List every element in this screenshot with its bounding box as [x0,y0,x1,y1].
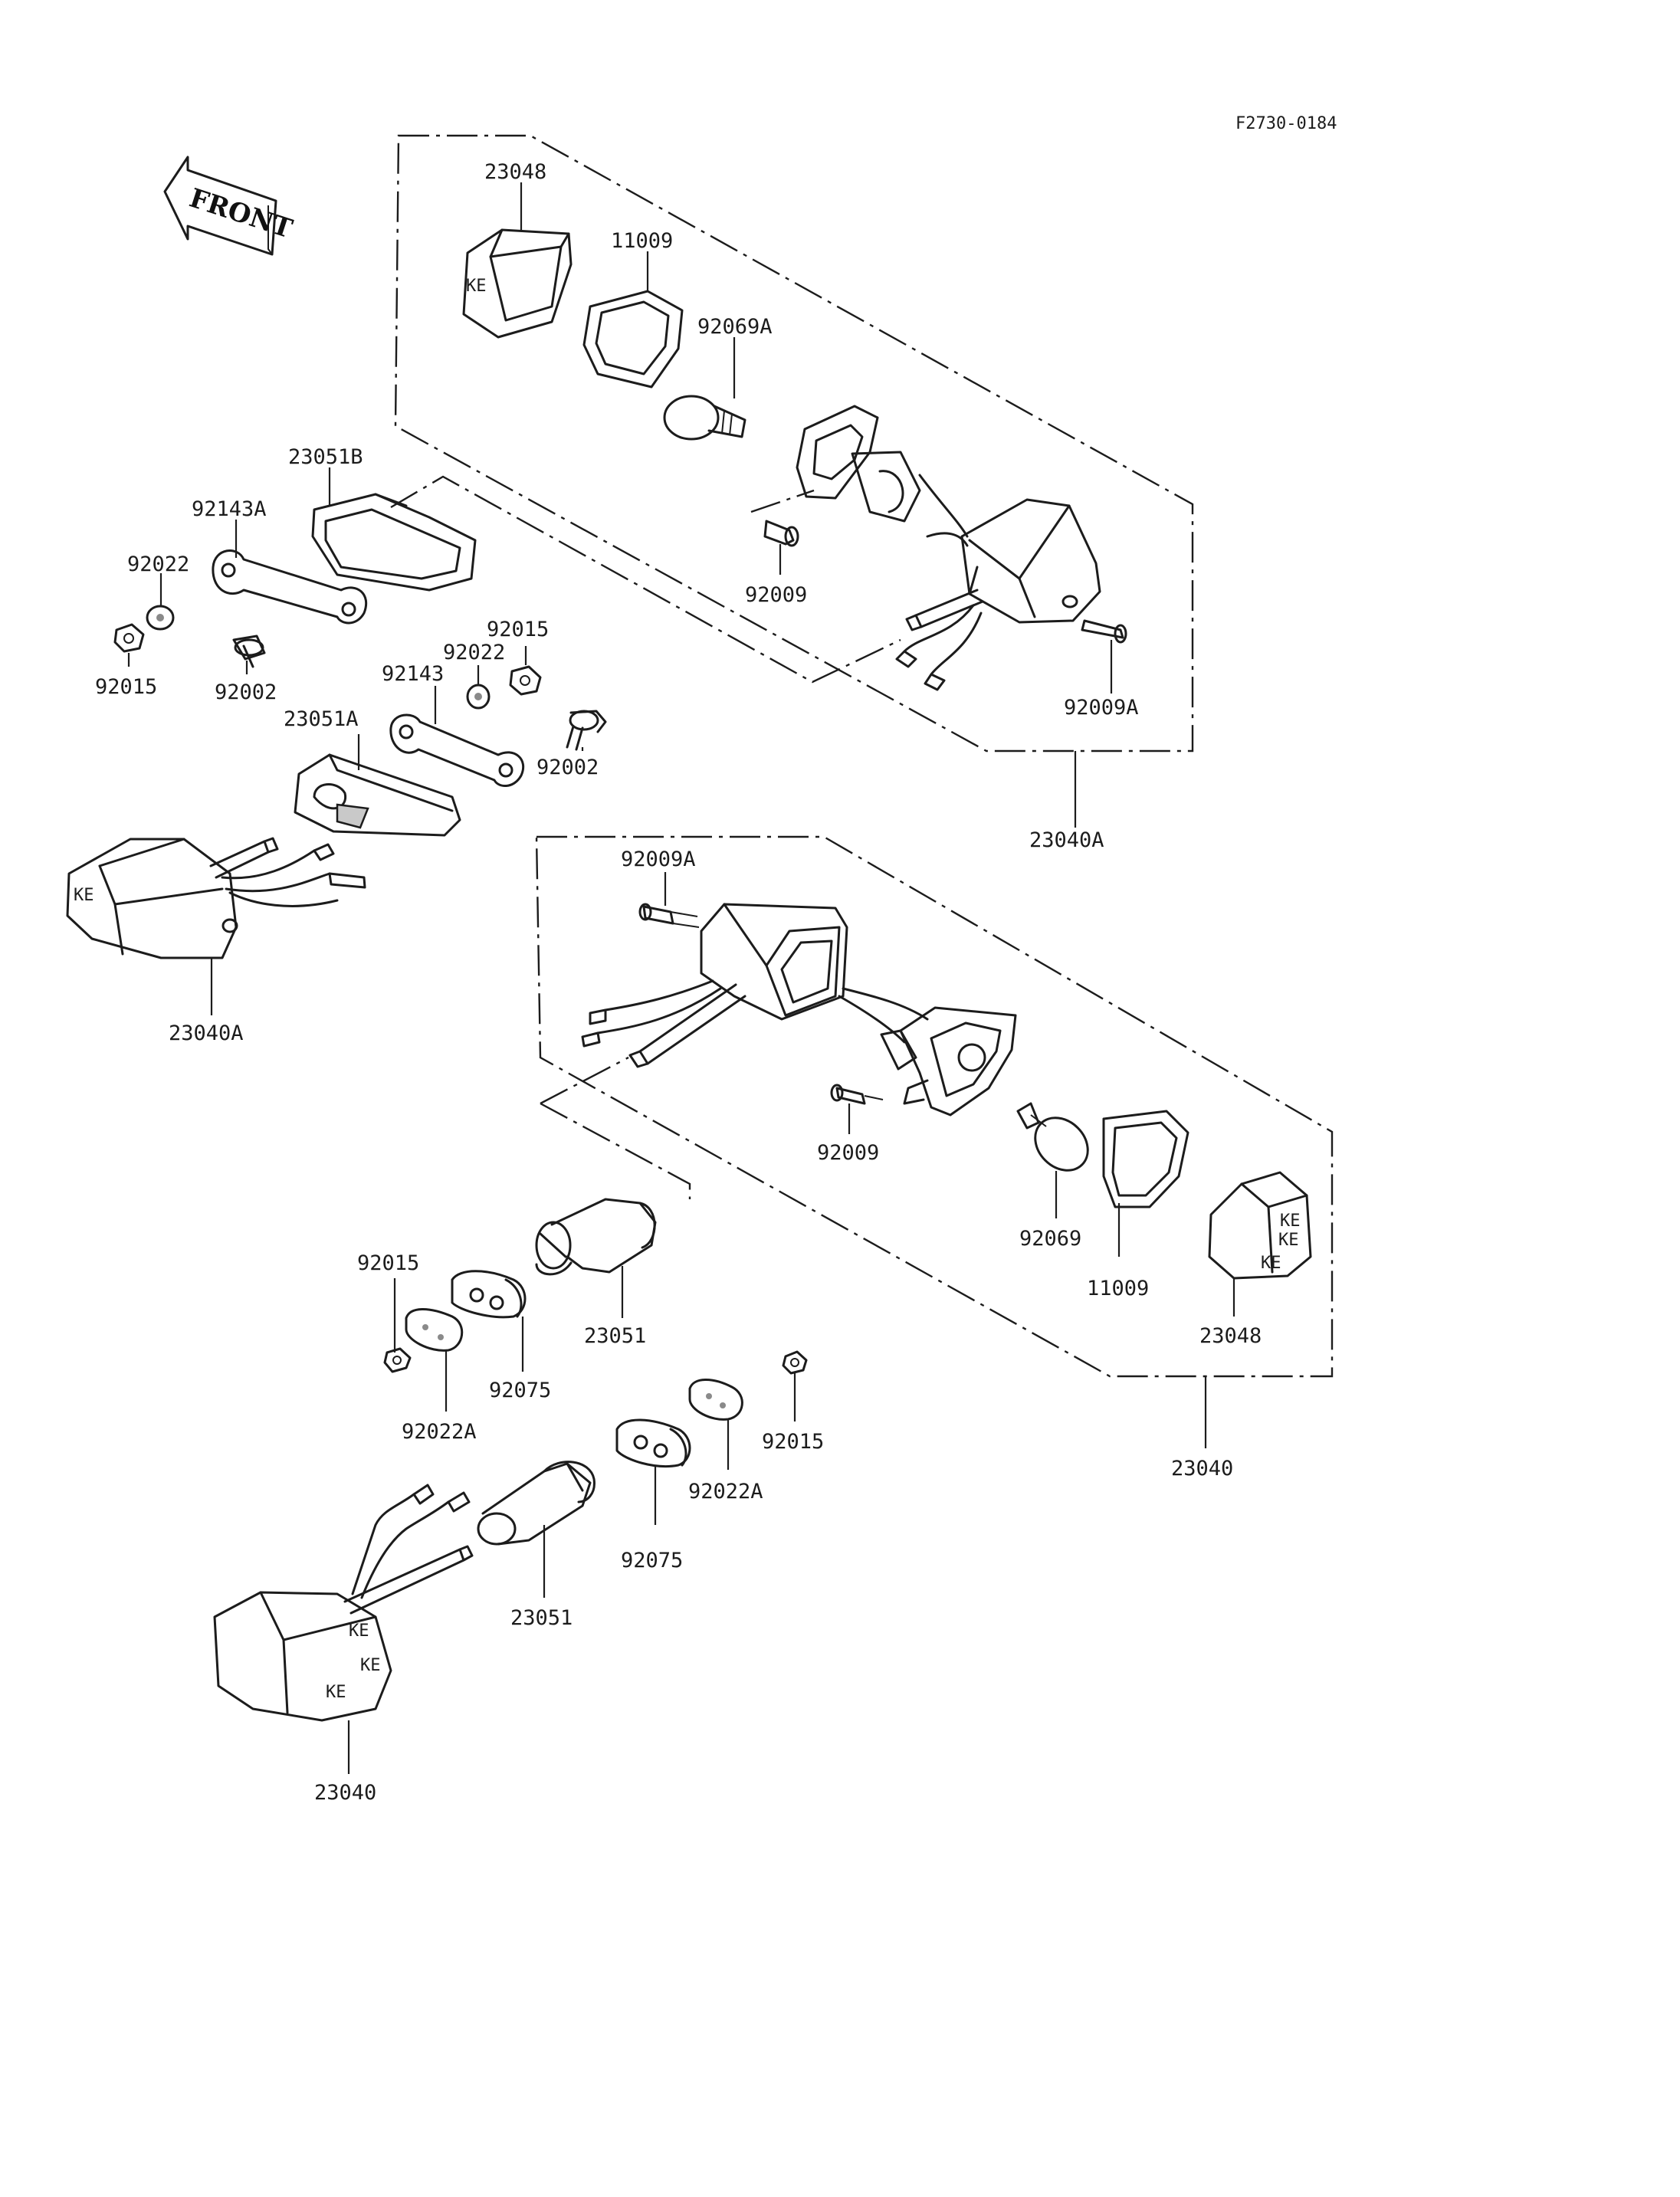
gasket-11009-top [582,290,684,389]
label-23051B: 23051B [288,445,363,469]
lens-23048-mid: KE KE KE [1208,1171,1312,1280]
document-code: F2730-0184 [1235,114,1337,133]
svg-text:KE: KE [360,1656,381,1675]
front-label: FRONT [185,183,296,245]
label-92009A-mid: 92009A [621,848,696,871]
socket-housing-top [796,405,921,523]
label-92009-mid: 92009 [817,1141,879,1165]
washer-92022A-right [688,1379,743,1421]
label-92002-mid: 92002 [536,756,599,779]
label-92069A: 92069A [697,315,773,339]
turn-signal-23040A-right [895,474,1101,691]
label-11009-mid: 11009 [1087,1277,1149,1300]
part-labels: 23048 11009 92069A 92009 92009A 23040A 2… [95,160,1262,1805]
nut-92015-lowright [782,1350,808,1375]
turn-signal-23040A-left: KE [66,837,366,959]
washer-92022-mid [466,684,491,710]
svg-text:KE: KE [1261,1254,1281,1273]
svg-text:KE: KE [349,1622,369,1641]
svg-text:KE: KE [1278,1231,1299,1250]
label-23040-low: 23040 [314,1781,376,1805]
label-23040A-right: 23040A [1029,828,1104,852]
bracket-92143A [212,549,368,625]
label-92015-mid: 92015 [487,618,549,641]
lens-23048-top: KE [462,228,573,339]
label-92075-right: 92075 [621,1549,683,1572]
label-92009-top: 92009 [745,583,807,607]
connector-outline-23040A [390,475,901,684]
assembly-outline-23040 [535,835,1334,1378]
svg-text:KE: KE [1280,1212,1301,1231]
washer-92022A-left [405,1308,464,1352]
svg-text:KE: KE [74,886,94,905]
bolt-92002-mid [566,710,607,751]
label-92069: 92069 [1019,1227,1081,1251]
label-23051-mid: 23051 [584,1324,646,1348]
gasket-23051B [311,493,477,592]
nut-92015-left [113,623,145,653]
label-92022-mid: 92022 [443,641,505,664]
label-92002-left: 92002 [215,680,277,704]
bracket-92143 [389,713,525,787]
gasket-11009-mid [1102,1110,1189,1208]
label-23040A-left: 23040A [169,1021,244,1045]
rubber-92075-mid [451,1270,527,1319]
label-92022A-left: 92022A [402,1420,477,1444]
label-11009-top: 11009 [611,229,673,253]
label-92015-lowleft: 92015 [357,1251,419,1275]
svg-text:KE: KE [466,277,487,296]
washer-92022-left [146,605,175,631]
grommet-23051-mid [535,1198,657,1276]
label-23048-mid: 23048 [1199,1324,1262,1348]
label-92015-lowright: 92015 [762,1430,824,1454]
socket-mid [880,1006,1017,1117]
label-92143: 92143 [382,662,444,686]
screw-92009A-top [1081,619,1127,644]
bulb-92069 [1016,1102,1089,1172]
leader-lines [127,182,1235,1774]
screw-92009A-mid [638,903,700,928]
bulb-92069A [663,395,746,441]
label-92022-left: 92022 [127,553,189,576]
label-92015-left: 92015 [95,675,157,699]
housing-23040-mid [581,903,929,1068]
rubber-92075-low [615,1418,691,1467]
label-23040-right: 23040 [1171,1457,1233,1481]
turn-signal-23040-low: KE KE KE [213,1484,474,1722]
label-23048-top: 23048 [484,160,546,184]
nut-92015-mid [509,665,542,696]
screw-92009-top [763,520,799,547]
nut-92015-lowleft [383,1347,412,1373]
front-arrow: FRONT [163,156,296,256]
gasket-23051A [294,753,461,837]
label-92143A: 92143A [192,497,267,521]
svg-text:KE: KE [326,1683,346,1702]
assembly-outline-23040A [394,134,1194,753]
grommet-23051-low [477,1461,596,1546]
label-23051-low: 23051 [510,1606,573,1630]
label-92022A-right: 92022A [688,1480,763,1503]
connector-outline-23040 [540,1056,691,1199]
label-92075-left: 92075 [489,1379,551,1402]
screw-92009-mid [830,1084,884,1105]
label-92009A-top: 92009A [1064,696,1139,720]
label-23051A: 23051A [284,707,359,731]
bolt-92002-left [232,635,266,668]
